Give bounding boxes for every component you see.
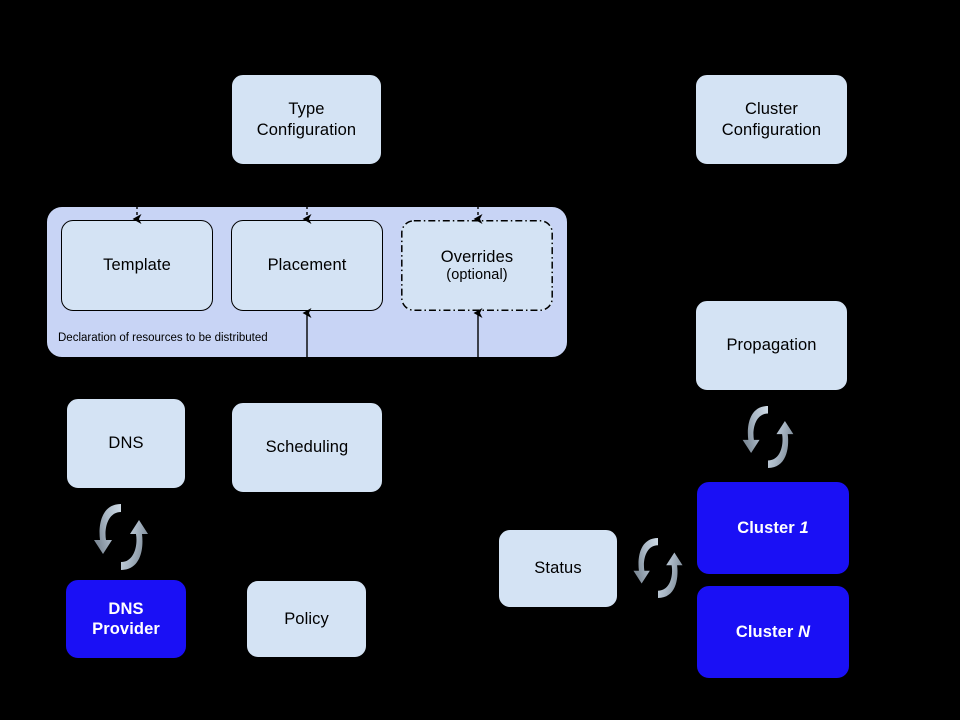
sync-cycle-icon-status bbox=[633, 538, 683, 598]
node-cluster-configuration-text: Cluster Configuration bbox=[721, 100, 822, 139]
node-overrides-fill bbox=[401, 220, 553, 311]
node-template-label: Template bbox=[103, 256, 171, 275]
node-cluster-1[interactable]: Cluster 1 bbox=[697, 482, 849, 574]
node-overrides-text: Overrides (optional) bbox=[440, 247, 514, 284]
node-template[interactable]: Template bbox=[61, 220, 213, 311]
node-overrides[interactable]: Overrides (optional) bbox=[401, 220, 553, 311]
node-status[interactable]: Status bbox=[498, 529, 618, 608]
node-cluster-n-text: Cluster N bbox=[735, 622, 811, 641]
node-placement-label: Placement bbox=[267, 256, 347, 275]
node-cluster-1-text: Cluster 1 bbox=[737, 518, 809, 537]
node-cluster-n[interactable]: Cluster N bbox=[697, 586, 849, 678]
node-scheduling-label: Scheduling bbox=[265, 438, 349, 457]
node-type-configuration-text: Type Configuration bbox=[256, 100, 357, 139]
node-placement[interactable]: Placement bbox=[231, 220, 383, 311]
node-propagation-label: Propagation bbox=[726, 336, 817, 355]
node-status-label: Status bbox=[534, 559, 582, 578]
node-dns[interactable]: DNS bbox=[66, 398, 186, 489]
node-dns-provider-text: DNS Provider bbox=[92, 599, 160, 638]
node-type-configuration[interactable]: Type Configuration bbox=[231, 74, 382, 165]
node-policy-label: Policy bbox=[284, 609, 329, 628]
sync-cycle-icon-propagation bbox=[742, 406, 794, 468]
sync-cycle-icon-dns bbox=[94, 504, 148, 570]
node-dns-label: DNS bbox=[108, 434, 144, 453]
node-cluster-configuration[interactable]: Cluster Configuration bbox=[695, 74, 848, 165]
group-caption: Declaration of resources to be distribut… bbox=[58, 332, 268, 344]
node-policy[interactable]: Policy bbox=[246, 580, 367, 658]
node-dns-provider[interactable]: DNS Provider bbox=[66, 580, 186, 658]
node-propagation[interactable]: Propagation bbox=[695, 300, 848, 391]
node-scheduling[interactable]: Scheduling bbox=[231, 402, 383, 493]
